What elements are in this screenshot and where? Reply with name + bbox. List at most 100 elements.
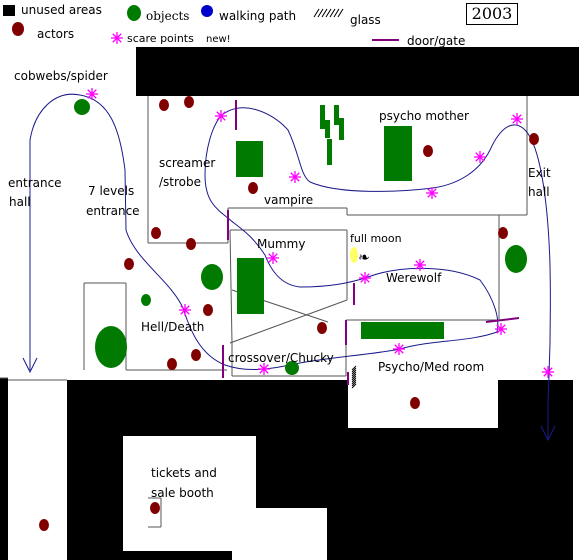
actor (184, 96, 194, 108)
actor (167, 358, 177, 370)
legend-glass-swatch (313, 8, 320, 18)
actor (423, 145, 433, 157)
legend-unused-label: unused areas (21, 3, 102, 17)
object (201, 264, 223, 290)
room-label-mummy: Mummy (257, 237, 306, 251)
full-moon-marker (350, 247, 358, 263)
legend-glass-swatch (317, 8, 324, 18)
room-label-crossover: crossover/Chucky (228, 351, 334, 365)
scare-point (414, 259, 426, 271)
glass (351, 377, 357, 383)
object (237, 258, 264, 314)
actor (151, 227, 161, 239)
room-label-cobwebs: cobwebs/spider (14, 69, 108, 83)
scare-point (542, 366, 554, 378)
glass (351, 375, 357, 381)
door-gate (485, 317, 520, 323)
wall (229, 299, 348, 344)
object (74, 99, 90, 115)
object (334, 105, 339, 125)
actor (203, 304, 213, 316)
glass (351, 367, 357, 373)
scare-point (511, 113, 523, 125)
scare-point (495, 323, 507, 335)
object (505, 245, 527, 273)
unused-area (0, 378, 8, 560)
scare-point (426, 187, 438, 199)
object (320, 105, 325, 129)
legend-actors-label: actors (37, 27, 75, 41)
glass (351, 381, 357, 387)
room-label-psycho-mother: psycho mother (379, 109, 469, 123)
legend-glass-swatch (325, 8, 332, 18)
wall (229, 229, 233, 344)
legend-glass-swatch (337, 8, 344, 18)
actor (317, 322, 327, 334)
room-label-screamer: screamer (159, 156, 216, 170)
walking-path (29, 93, 551, 438)
actor (186, 238, 196, 250)
legend-glass-swatch (329, 8, 336, 18)
object (327, 139, 332, 165)
object (141, 294, 151, 306)
gap-area (232, 508, 327, 560)
object (325, 120, 330, 138)
glass (351, 383, 357, 389)
actor (39, 519, 49, 531)
scare-point (393, 343, 405, 355)
actor (248, 182, 258, 194)
unused-area (136, 47, 579, 96)
object (285, 361, 299, 375)
scare-point (474, 151, 486, 163)
scare-point (258, 363, 270, 375)
glass (351, 365, 357, 371)
legend-objects-swatch (127, 5, 141, 21)
actor (529, 133, 539, 145)
room-label-tickets: tickets and (151, 466, 217, 480)
actor (159, 99, 169, 111)
legend-walking-path-label: walking path (219, 9, 297, 23)
scare-point (111, 32, 123, 44)
legend-glass-label: glass (350, 13, 381, 27)
room-label-psycho-med: Psycho/Med room (378, 360, 485, 374)
glass (351, 369, 357, 375)
glass (351, 371, 357, 377)
legend-objects-label: objects (146, 9, 190, 23)
legend-scare-label: scare points (127, 32, 194, 45)
room-label-vampire: vampire (264, 193, 314, 207)
room-label-7-levels: 7 levels (88, 184, 135, 198)
object (384, 126, 412, 181)
room-label-strobe: /strobe (159, 175, 202, 189)
scare-point (215, 110, 227, 122)
scare-point (289, 171, 301, 183)
room-label-werewolf: Werewolf (386, 271, 442, 285)
room-label-hall: hall (9, 195, 31, 209)
room-label-exit: Exit (528, 166, 551, 180)
object (236, 141, 263, 177)
room-label-entrance: entrance (8, 176, 62, 190)
actor (150, 502, 160, 514)
legend-glass-swatch (321, 8, 328, 18)
scare-point (267, 252, 279, 264)
object (339, 118, 344, 140)
walking-path-arrow (540, 425, 556, 442)
psycho-med-room-floor (348, 380, 498, 428)
object (361, 322, 444, 339)
room-label-sale-booth: sale booth (151, 486, 214, 500)
room-label-7-levels-entrance: entrance (86, 204, 140, 218)
legend-scare-note: new! (206, 34, 231, 45)
year-label: 2003 (466, 3, 518, 25)
walking-path-arrow (22, 357, 38, 374)
actor (191, 349, 201, 361)
room-label-exit-hall: hall (528, 185, 550, 199)
actor (410, 397, 420, 409)
scare-point (359, 272, 371, 284)
object (95, 326, 127, 368)
actor (498, 227, 508, 239)
room-label-hell-death: Hell/Death (141, 320, 205, 334)
room-label-full-moon: full moon (350, 232, 402, 245)
glass (351, 379, 357, 385)
werewolf-silhouette-icon: ❧ (358, 250, 370, 266)
scare-point (179, 304, 191, 316)
